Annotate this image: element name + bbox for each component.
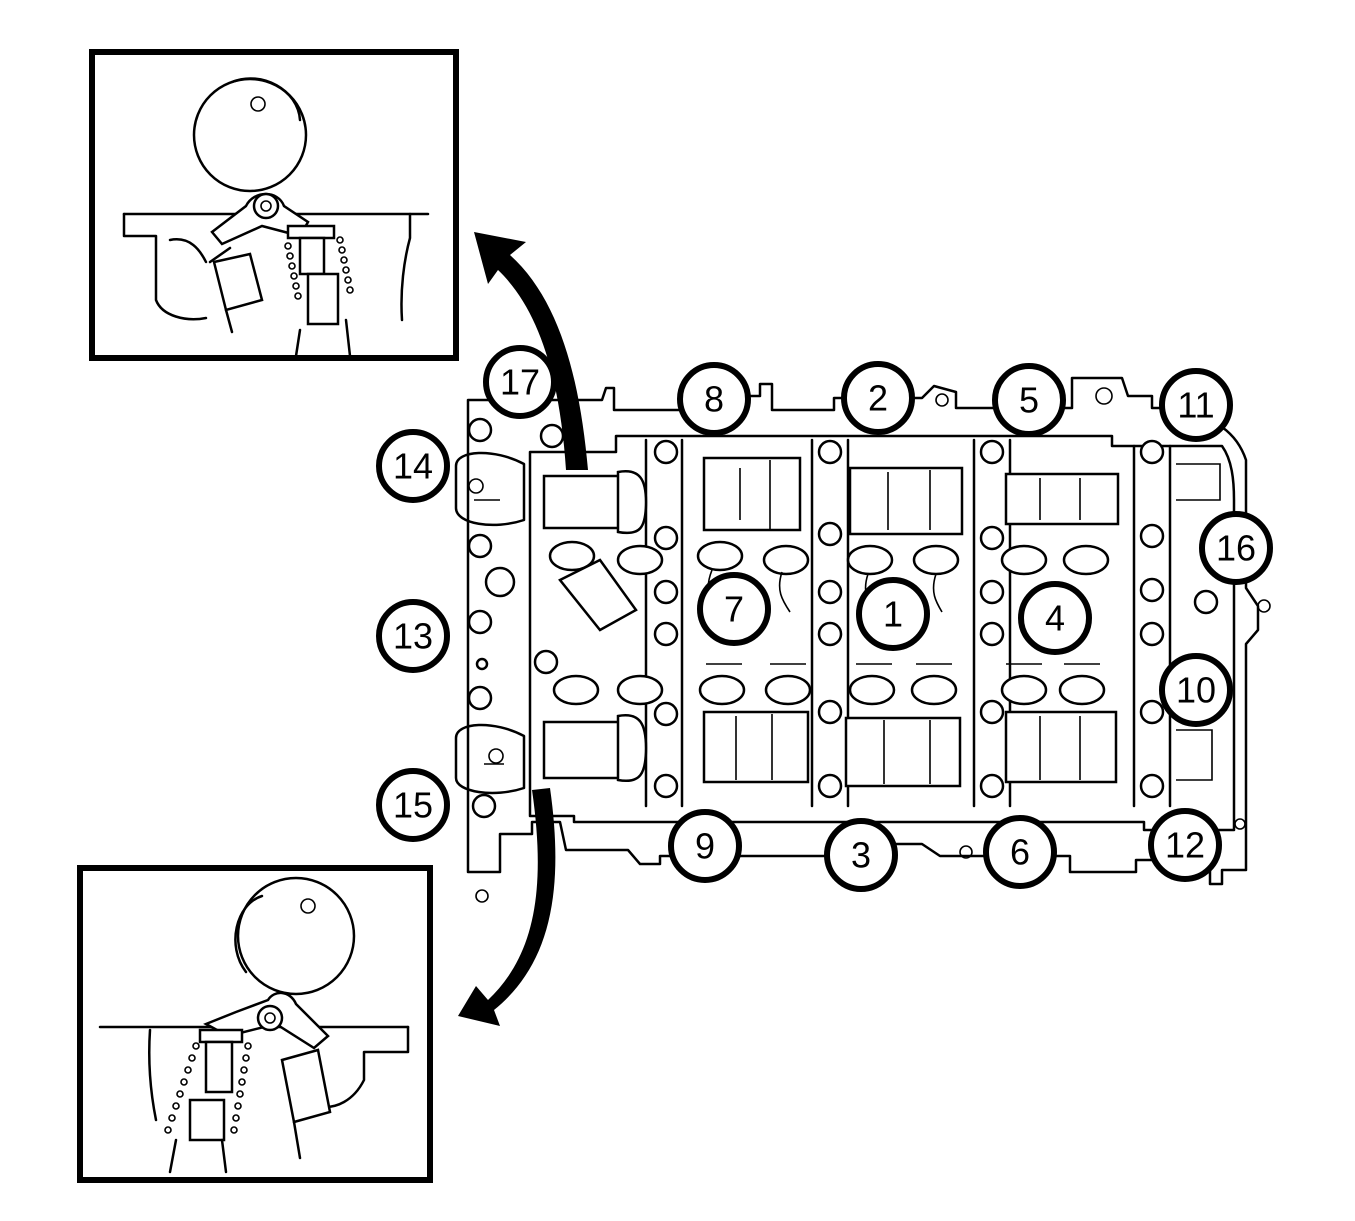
head-bolts — [467, 417, 1219, 819]
valve-spring-coils — [284, 236, 354, 300]
callout-7: 7 — [697, 572, 771, 646]
callout-8: 8 — [677, 362, 751, 436]
svg-text:10: 10 — [1176, 670, 1216, 711]
svg-text:17: 17 — [500, 362, 540, 403]
callout-4: 4 — [1018, 581, 1092, 655]
callout-12: 12 — [1148, 808, 1222, 882]
lower-pointer-arrow — [458, 788, 556, 1026]
callout-10: 10 — [1159, 653, 1233, 727]
svg-text:4: 4 — [1045, 598, 1065, 639]
callout-6: 6 — [983, 815, 1057, 889]
lower-detail-inset — [77, 865, 433, 1183]
svg-text:5: 5 — [1019, 380, 1039, 421]
callout-1: 1 — [856, 577, 930, 651]
callout-11: 11 — [1159, 368, 1233, 442]
svg-text:16: 16 — [1216, 528, 1256, 569]
callout-15: 15 — [376, 768, 450, 842]
svg-text:6: 6 — [1010, 832, 1030, 873]
svg-text:3: 3 — [851, 835, 871, 876]
svg-text:9: 9 — [695, 826, 715, 867]
callout-13: 13 — [376, 599, 450, 673]
cylinder-head-outline — [454, 376, 1271, 903]
upper-pointer-arrow — [474, 232, 588, 470]
callout-17: 17 — [483, 345, 557, 419]
bolt-sequence-callouts: 1 2 3 4 5 6 7 8 9 10 11 12 13 14 15 — [376, 345, 1273, 892]
upper-valve-springs — [548, 540, 1110, 632]
callout-14: 14 — [376, 429, 450, 503]
valve-spring-coils-lower — [164, 1042, 252, 1134]
svg-text:12: 12 — [1165, 825, 1205, 866]
lower-valve-springs — [552, 663, 1106, 706]
svg-text:13: 13 — [393, 616, 433, 657]
svg-text:1: 1 — [883, 594, 903, 635]
svg-text:2: 2 — [868, 378, 888, 419]
callout-9: 9 — [668, 809, 742, 883]
callout-5: 5 — [992, 363, 1066, 437]
callout-16: 16 — [1199, 511, 1273, 585]
callout-3: 3 — [824, 818, 898, 892]
svg-text:11: 11 — [1177, 385, 1214, 426]
svg-text:8: 8 — [704, 379, 724, 420]
upper-detail-inset — [89, 49, 459, 361]
svg-text:7: 7 — [724, 589, 744, 630]
svg-text:15: 15 — [393, 785, 433, 826]
svg-text:14: 14 — [393, 446, 433, 487]
callout-2: 2 — [841, 361, 915, 435]
